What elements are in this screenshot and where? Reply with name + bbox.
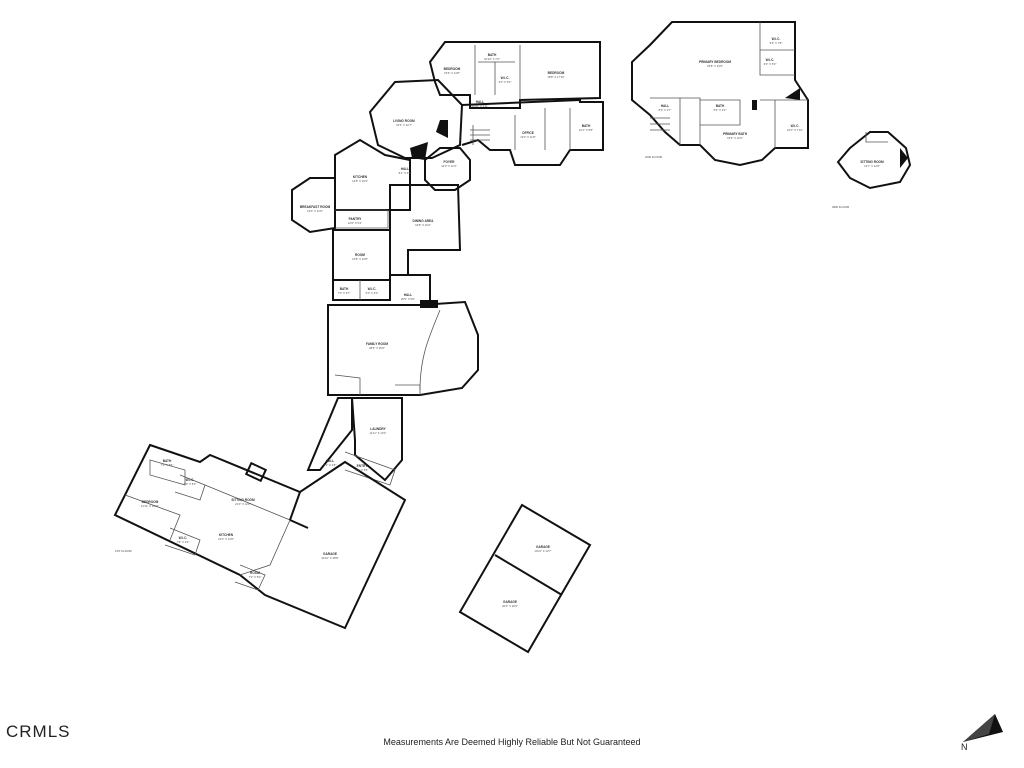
detached-garage xyxy=(458,503,592,654)
room-dimension-dining-area: 16'8" X 19'2" xyxy=(415,223,431,227)
room-label-wic-primary-1: W.I.C. xyxy=(772,37,781,41)
room-dimension-primary-bedroom: 25'8" X 19'9" xyxy=(707,64,723,68)
room-label-living-room: LIVING ROOM xyxy=(393,119,415,123)
room-label-bedroom-guest: BEDROOM xyxy=(142,500,159,504)
room-label-garage-main: GARAGE xyxy=(323,552,337,556)
room-dimension-pantry: 12'0" X 5'4" xyxy=(348,221,362,225)
room-dimension-wic-mid: 5'0" X 4'0" xyxy=(366,291,379,295)
room-dimension-hall-top: 30'10" X 4'11" xyxy=(471,104,488,108)
room-dimension-kitchen: 14'8" X 19'3" xyxy=(352,179,368,183)
room-label-wic-mid: W.I.C. xyxy=(368,287,377,291)
room-dimension-hall-second: 8'0" X 3'7" xyxy=(659,108,672,112)
room-dimension-living-room: 15'4" X 22'7" xyxy=(396,123,412,127)
room-dimension-wic-primary-2: 6'0" X 5'0" xyxy=(764,62,777,66)
first-floor-guest-and-garage xyxy=(113,443,407,630)
room-label-breakfast-room: BREAKFAST ROOM xyxy=(300,205,331,209)
room-dimension-bath-office: 10'1" X 5'8" xyxy=(579,128,593,132)
room-label-primary-bedroom: PRIMARY BEDROOM xyxy=(699,60,731,64)
first-floor-family-room xyxy=(306,300,479,486)
first-floor-label: 1ST FLOOR xyxy=(115,549,132,553)
room-dimension-hall-laundry: 9'1" X 4'8" xyxy=(324,463,337,467)
room-dimension-hall-kitchen: 8'1" X 6'6" xyxy=(399,171,412,175)
room-dimension-garage-small-2: 20'0" X 20'0" xyxy=(502,604,518,608)
room-dimension-wic-primary-1: 9'6" X 7'8" xyxy=(770,41,783,45)
room-dimension-bedroom-guest: 14'11" X 13'11" xyxy=(141,504,160,508)
room-label-bath-office: BATH xyxy=(582,124,591,128)
second-floor-plan xyxy=(631,21,809,167)
room-label-bath-top: BATH xyxy=(488,53,497,57)
room-dimension-room-guest: 7'0" X 5'0" xyxy=(249,575,262,579)
room-dimension-bath-mid: 7'0" X 5'7" xyxy=(338,291,351,295)
room-dimension-kitchen-guest: 21'0" X 14'8" xyxy=(218,537,234,541)
room-label-pantry: PANTRY xyxy=(349,217,363,221)
north-arrow-icon: N xyxy=(961,714,1003,752)
room-label-bedroom-top-right: BEDROOM xyxy=(548,71,565,75)
room-label-bath-second: BATH xyxy=(716,104,725,108)
room-label-entry: ENTRY xyxy=(357,464,369,468)
room-label-primary-bath: PRIMARY BATH xyxy=(723,132,748,136)
room-label-foyer: FOYER xyxy=(444,160,456,164)
room-dimension-garage-small-1: 19'11" X 12'7" xyxy=(534,549,551,553)
room-label-hall-kitchen: HALL xyxy=(401,167,410,171)
room-label-kitchen-guest: KITCHEN xyxy=(219,533,234,537)
room-label-wic-primary-2: W.I.C. xyxy=(766,58,775,62)
room-dimension-wic-guest: 5'0" X 5'0" xyxy=(184,482,197,486)
room-label-family-room: FAMILY ROOM xyxy=(366,342,388,346)
room-label-room: ROOM xyxy=(355,253,365,257)
measurement-disclaimer: Measurements Are Deemed Highly Reliable … xyxy=(383,737,641,747)
room-dimension-bedroom-top-right: 18'8" X 17'10" xyxy=(547,75,564,79)
room-label-hall-second: HALL xyxy=(661,104,670,108)
room-label-sitting-room-guest: SITTING ROOM xyxy=(231,498,255,502)
room-label-sitting-room-third: SITTING ROOM xyxy=(860,160,884,164)
room-dimension-foyer: 13'0" X 11'6" xyxy=(441,164,457,168)
room-label-garage-small-2: GARAGE xyxy=(503,600,517,604)
room-dimension-wic-primary-3: 10'0" X 7'10" xyxy=(787,128,803,132)
room-label-hall-top: HALL xyxy=(476,100,485,104)
room-dimension-wic-guest2: 7'6" X 4'0" xyxy=(177,540,190,544)
room-label-bath-mid: BATH xyxy=(340,287,349,291)
room-label-bedroom-top-left: BEDROOM xyxy=(444,67,461,71)
room-dimension-bath-guest: 7'0" X 8'6" xyxy=(161,463,174,467)
room-label-hall-laundry: HALL xyxy=(326,459,335,463)
room-label-room-guest: ROOM xyxy=(250,571,260,575)
room-label-wic-guest2: W.I.C. xyxy=(179,536,188,540)
room-label-wic-top: W.I.C. xyxy=(501,76,510,80)
room-dimension-sitting-room-guest: 21'0" X 12'8" xyxy=(235,502,251,506)
room-dimension-breakfast-room: 13'0" X 12'0" xyxy=(307,209,323,213)
room-dimension-sitting-room-third: 12'7" X 12'8" xyxy=(864,164,880,168)
room-dimension-bath-top: 10'10" X 7'6" xyxy=(484,57,500,61)
third-floor-plan xyxy=(836,131,912,190)
room-label-bath-guest: BATH xyxy=(163,459,172,463)
room-dimension-bedroom-top-left: 15'6" X 14'8" xyxy=(444,71,460,75)
room-label-hall-mid: HALL xyxy=(404,293,413,297)
room-dimension-garage-main: 34'10" X 28'8" xyxy=(321,556,338,560)
room-dimension-bath-second: 5'6" X 4'0" xyxy=(714,108,727,112)
room-dimension-office: 13'2" X 11'8" xyxy=(520,135,536,139)
room-label-wic-primary-3: W.I.C. xyxy=(791,124,800,128)
room-dimension-room: 14'8" X 12'8" xyxy=(352,257,368,261)
first-floor-main-wing xyxy=(291,41,604,308)
compass-label: N xyxy=(961,742,968,752)
room-dimension-family-room: 28'6" X 25'9" xyxy=(369,346,385,350)
room-dimension-entry: 8'1" X 5'6" xyxy=(356,468,369,472)
room-label-kitchen: KITCHEN xyxy=(353,175,368,179)
room-dimension-primary-bath: 15'6" X 12'2" xyxy=(727,136,743,140)
room-dimension-laundry: 11'11" X 13'4" xyxy=(370,431,387,435)
room-label-laundry: LAUNDRY xyxy=(370,427,386,431)
room-label-garage-small-1: GARAGE xyxy=(536,545,550,549)
room-label-wic-guest: W.I.C. xyxy=(186,478,195,482)
room-label-office: OFFICE xyxy=(522,131,534,135)
room-dimension-hall-mid: 26'5" X 5'0" xyxy=(401,297,415,301)
room-dimension-wic-top: 6'0" X 5'0" xyxy=(499,80,512,84)
room-label-dining-area: DINING AREA xyxy=(413,219,435,223)
second-floor-label: 2ND FLOOR xyxy=(645,155,663,159)
crmls-logo: CRMLS xyxy=(6,722,71,741)
third-floor-label: 3RD FLOOR xyxy=(832,205,850,209)
